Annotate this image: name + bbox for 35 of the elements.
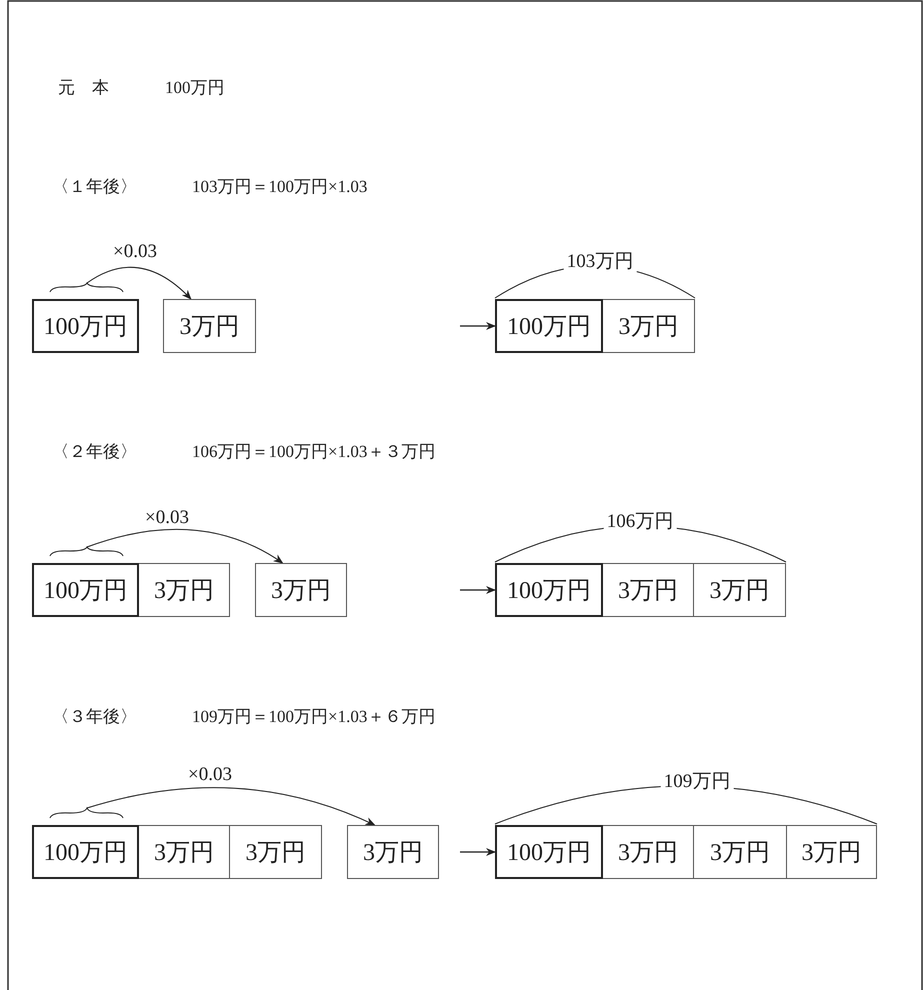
- amount-box: 100万円: [32, 563, 139, 617]
- amount-box: 3万円: [163, 299, 256, 353]
- total-label: 109万円: [660, 772, 734, 792]
- amount-box: 3万円: [602, 563, 694, 617]
- amount-box: 3万円: [255, 563, 347, 617]
- total-label: 103万円: [564, 252, 636, 272]
- amount-box: 100万円: [495, 563, 603, 617]
- arrow: [460, 848, 496, 856]
- amount-box: 3万円: [602, 299, 695, 353]
- amount-box: 100万円: [495, 299, 603, 353]
- amount-box: 3万円: [138, 825, 230, 879]
- arrow: [460, 586, 496, 594]
- arrow: [460, 322, 496, 330]
- year-heading: 〈３年後〉: [52, 707, 137, 727]
- amount-box: 3万円: [138, 563, 230, 617]
- formula-text: 106万円＝100万円×1.03＋３万円: [192, 442, 436, 462]
- total-label: 106万円: [604, 512, 676, 532]
- amount-box: 3万円: [786, 825, 877, 879]
- amount-box: 3万円: [347, 825, 439, 879]
- formula-text: 100万円: [165, 78, 224, 98]
- formula-text: 109万円＝100万円×1.03＋６万円: [192, 707, 436, 727]
- amount-box: 3万円: [693, 825, 787, 879]
- amount-box: 100万円: [32, 299, 139, 353]
- year-heading: 〈１年後〉: [52, 177, 137, 197]
- year-heading: 〈２年後〉: [52, 442, 137, 462]
- amount-box: 100万円: [495, 825, 603, 879]
- amount-box: 3万円: [229, 825, 322, 879]
- amount-box: 3万円: [602, 825, 694, 879]
- amount-box: 3万円: [693, 563, 786, 617]
- formula-text: 103万円＝100万円×1.03: [192, 177, 368, 197]
- curved-arrow: [50, 266, 192, 300]
- amount-box: 100万円: [32, 825, 139, 879]
- curved-arrow: [50, 787, 376, 826]
- curved-arrow: [50, 528, 284, 564]
- formula-text: 元 本: [58, 78, 109, 98]
